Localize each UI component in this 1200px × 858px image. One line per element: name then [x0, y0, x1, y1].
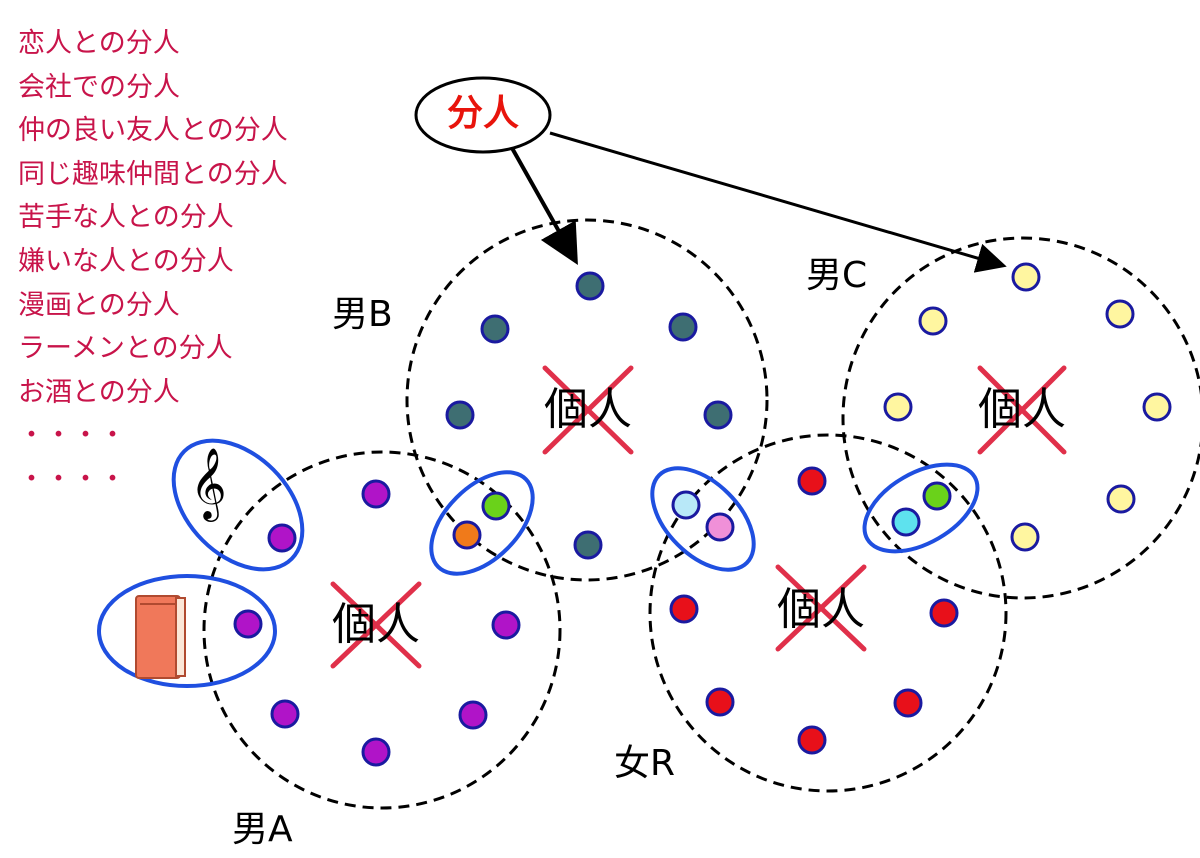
bunjin-list-item: 漫画との分人	[18, 289, 180, 321]
bunjin-list-item: ・・・・	[18, 420, 126, 452]
bunjin-dot-shared-ab	[481, 491, 511, 521]
bunjin-dot-woman-r	[929, 598, 959, 628]
bunjin-dot-man-a	[361, 737, 391, 767]
bunjin-dot-man-b	[480, 314, 510, 344]
bunjin-dot-man-b	[703, 400, 733, 430]
bunjin-list-item: お酒との分人	[18, 376, 180, 408]
label-man-a: 男A	[232, 809, 293, 850]
shared-group-ellipse-ab	[429, 470, 535, 576]
bunjin-list-item: 嫌いな人との分人	[18, 245, 234, 277]
bunjin-list-item: 仲の良い友人との分人	[18, 115, 288, 147]
label-woman-r: 女R	[614, 743, 676, 784]
bunjin-dot-man-a	[491, 610, 521, 640]
label-man-b: 男B	[332, 294, 393, 335]
arrow-to-man-c-dot	[549, 131, 1007, 273]
kojin-label-woman-r: 個人	[777, 584, 865, 635]
person-circle-man-a	[202, 450, 562, 810]
bunjin-dot-shared-cr	[891, 507, 921, 537]
bunjin-dot-man-c	[883, 392, 913, 422]
bunjin-dot-woman-r	[797, 725, 827, 755]
bunjin-list-item: 苦手な人との分人	[18, 202, 234, 234]
bunjin-list: 恋人との分人会社での分人仲の良い友人との分人同じ趣味仲間との分人苦手な人との分人…	[18, 22, 288, 502]
shared-group-ellipse-cr	[862, 462, 980, 554]
person-circle-man-b	[405, 218, 769, 582]
cross-mark-man-a	[330, 581, 422, 669]
cross-mark-man-b	[542, 365, 634, 455]
bunjin-list-item: 同じ趣味仲間との分人	[18, 158, 288, 190]
bunjin-label: 分人	[447, 93, 520, 134]
bunjin-list-item: ・・・・	[18, 463, 126, 495]
bunjin-dot-man-b	[445, 400, 475, 430]
bunjin-dots	[233, 262, 1172, 767]
cross-mark-man-c	[977, 365, 1067, 455]
bunjin-dot-man-a	[270, 699, 300, 729]
bunjin-dot-man-a	[233, 609, 263, 639]
book-icon	[135, 595, 186, 679]
kojin-label-man-a: 個人	[332, 599, 420, 650]
bunjin-dot-shared-br	[705, 512, 735, 542]
bunjin-dot-man-c	[1106, 484, 1136, 514]
bunjin-list-item: ラーメンとの分人	[18, 333, 233, 365]
bunjin-list-item: 会社での分人	[18, 71, 180, 103]
person-circle-woman-r	[648, 433, 1008, 793]
bunjin-dot-woman-r	[893, 688, 923, 718]
bunjin-dot-woman-r	[705, 687, 735, 717]
label-man-c: 男C	[806, 255, 868, 296]
bunjin-dot-man-a	[267, 523, 297, 553]
kojin-label-man-c: 個人	[978, 384, 1066, 435]
bunjin-dot-man-a	[458, 700, 488, 730]
bunjin-dot-man-c	[1011, 262, 1041, 292]
bunjin-dot-shared-ab	[452, 520, 482, 550]
bunjin-dot-shared-cr	[922, 481, 952, 511]
bunjin-oval	[414, 76, 552, 154]
person-circle-man-c	[841, 236, 1200, 600]
bunjin-dot-man-b	[575, 271, 605, 301]
kojin-label-man-b: 個人	[544, 384, 632, 435]
arrow-to-man-b-dot	[510, 147, 578, 265]
cross-mark-woman-r	[775, 564, 867, 652]
treble-clef-icon: 𝄞	[190, 446, 227, 519]
bunjin-dot-man-c	[1010, 522, 1040, 552]
bunjin-dot-man-c	[1142, 392, 1172, 422]
bunjin-dot-man-b	[573, 530, 603, 560]
bunjin-dot-man-c	[918, 306, 948, 336]
bunjin-dot-shared-br	[671, 490, 701, 520]
bunjin-dot-man-a	[361, 479, 391, 509]
bunjin-dot-man-b	[668, 312, 698, 342]
bunjin-dot-woman-r	[797, 466, 827, 496]
music-group-ellipse	[171, 438, 305, 572]
bunjin-list-item: 恋人との分人	[18, 28, 180, 59]
bunjin-dot-woman-r	[669, 594, 699, 624]
bunjin-dot-man-c	[1105, 299, 1135, 329]
shared-group-ellipse-br	[650, 466, 756, 572]
book-group-ellipse	[97, 574, 277, 688]
